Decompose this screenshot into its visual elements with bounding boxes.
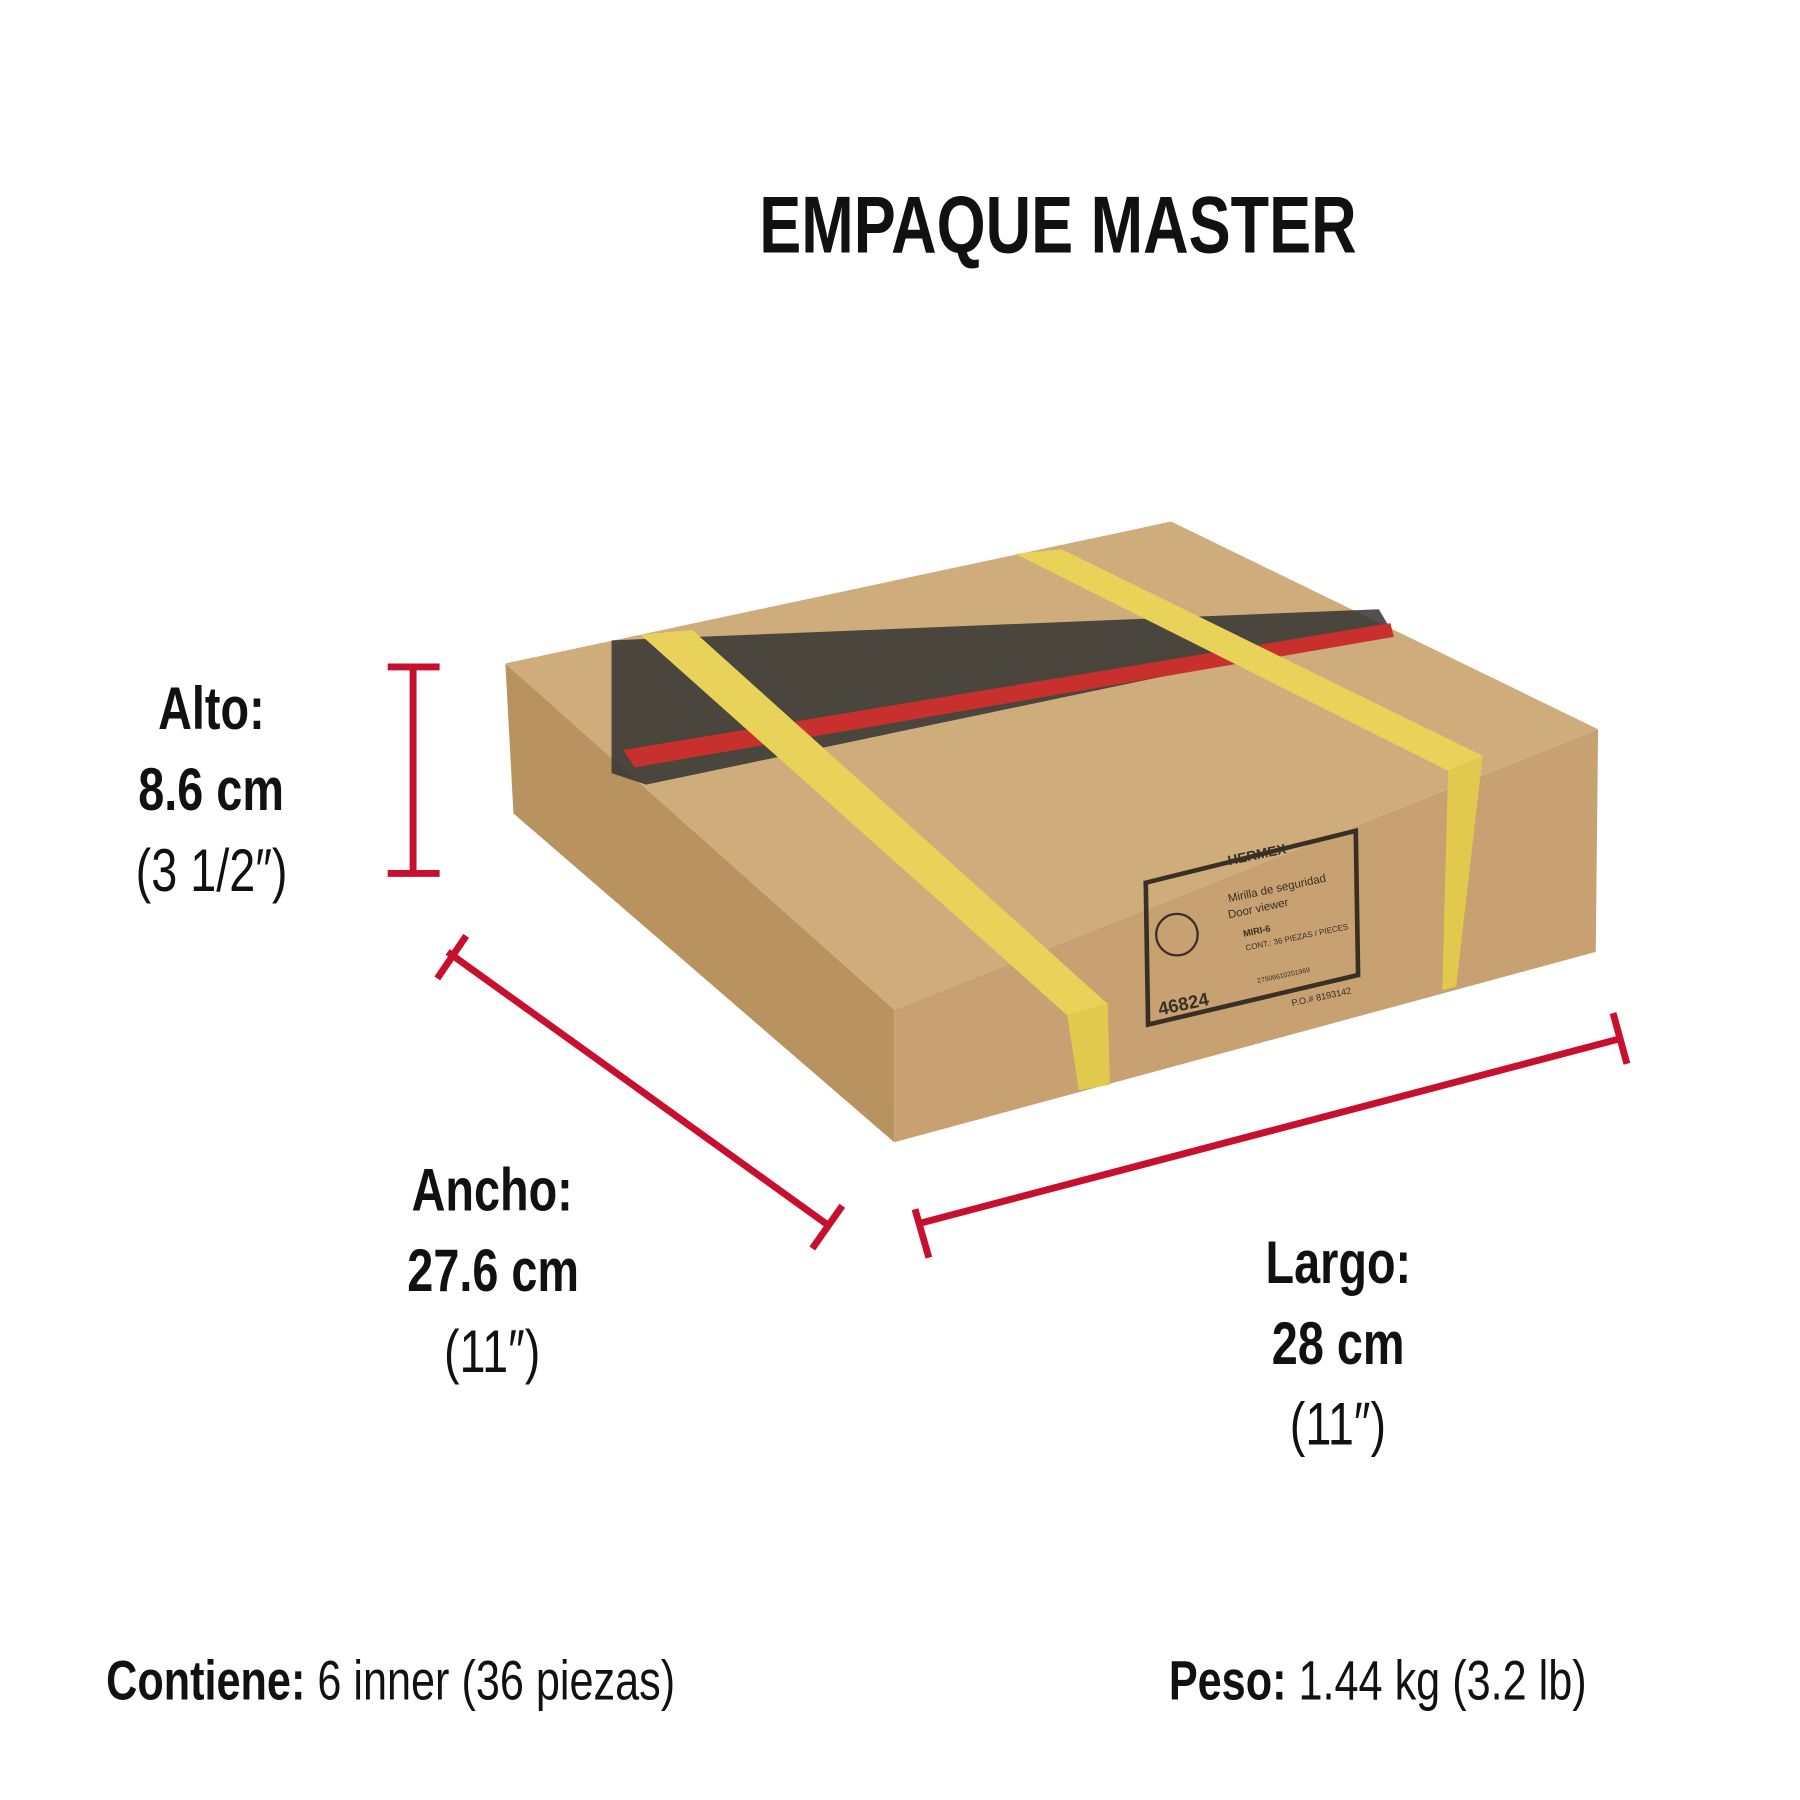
door-viewer-icon	[1154, 912, 1199, 957]
packing-tape-red-stripe	[623, 623, 1394, 768]
strap-top-2	[1015, 549, 1483, 771]
ancho-dimension-line	[434, 933, 846, 1251]
ancho-label: Ancho: 27.6 cm (11″)	[406, 1157, 579, 1386]
alto-dimension-line	[387, 663, 440, 877]
strap-top	[640, 629, 1108, 1016]
box-right-face	[894, 729, 1599, 1143]
page-title: EMPAQUE MASTER	[759, 179, 1357, 270]
strap-side	[1067, 1003, 1110, 1091]
contents-info: Contiene: 6 inner (36 piezas)	[106, 1651, 676, 1713]
box-left-face	[505, 663, 895, 1143]
largo-label: Largo: 28 cm (11″)	[1265, 1229, 1412, 1459]
weight-info: Peso: 1.44 kg (3.2 lb)	[1168, 1651, 1587, 1713]
alto-label: Alto: 8.6 cm (3 1/2″)	[135, 676, 288, 905]
largo-dimension-line	[911, 1012, 1631, 1259]
strap-side-2	[1442, 755, 1483, 990]
